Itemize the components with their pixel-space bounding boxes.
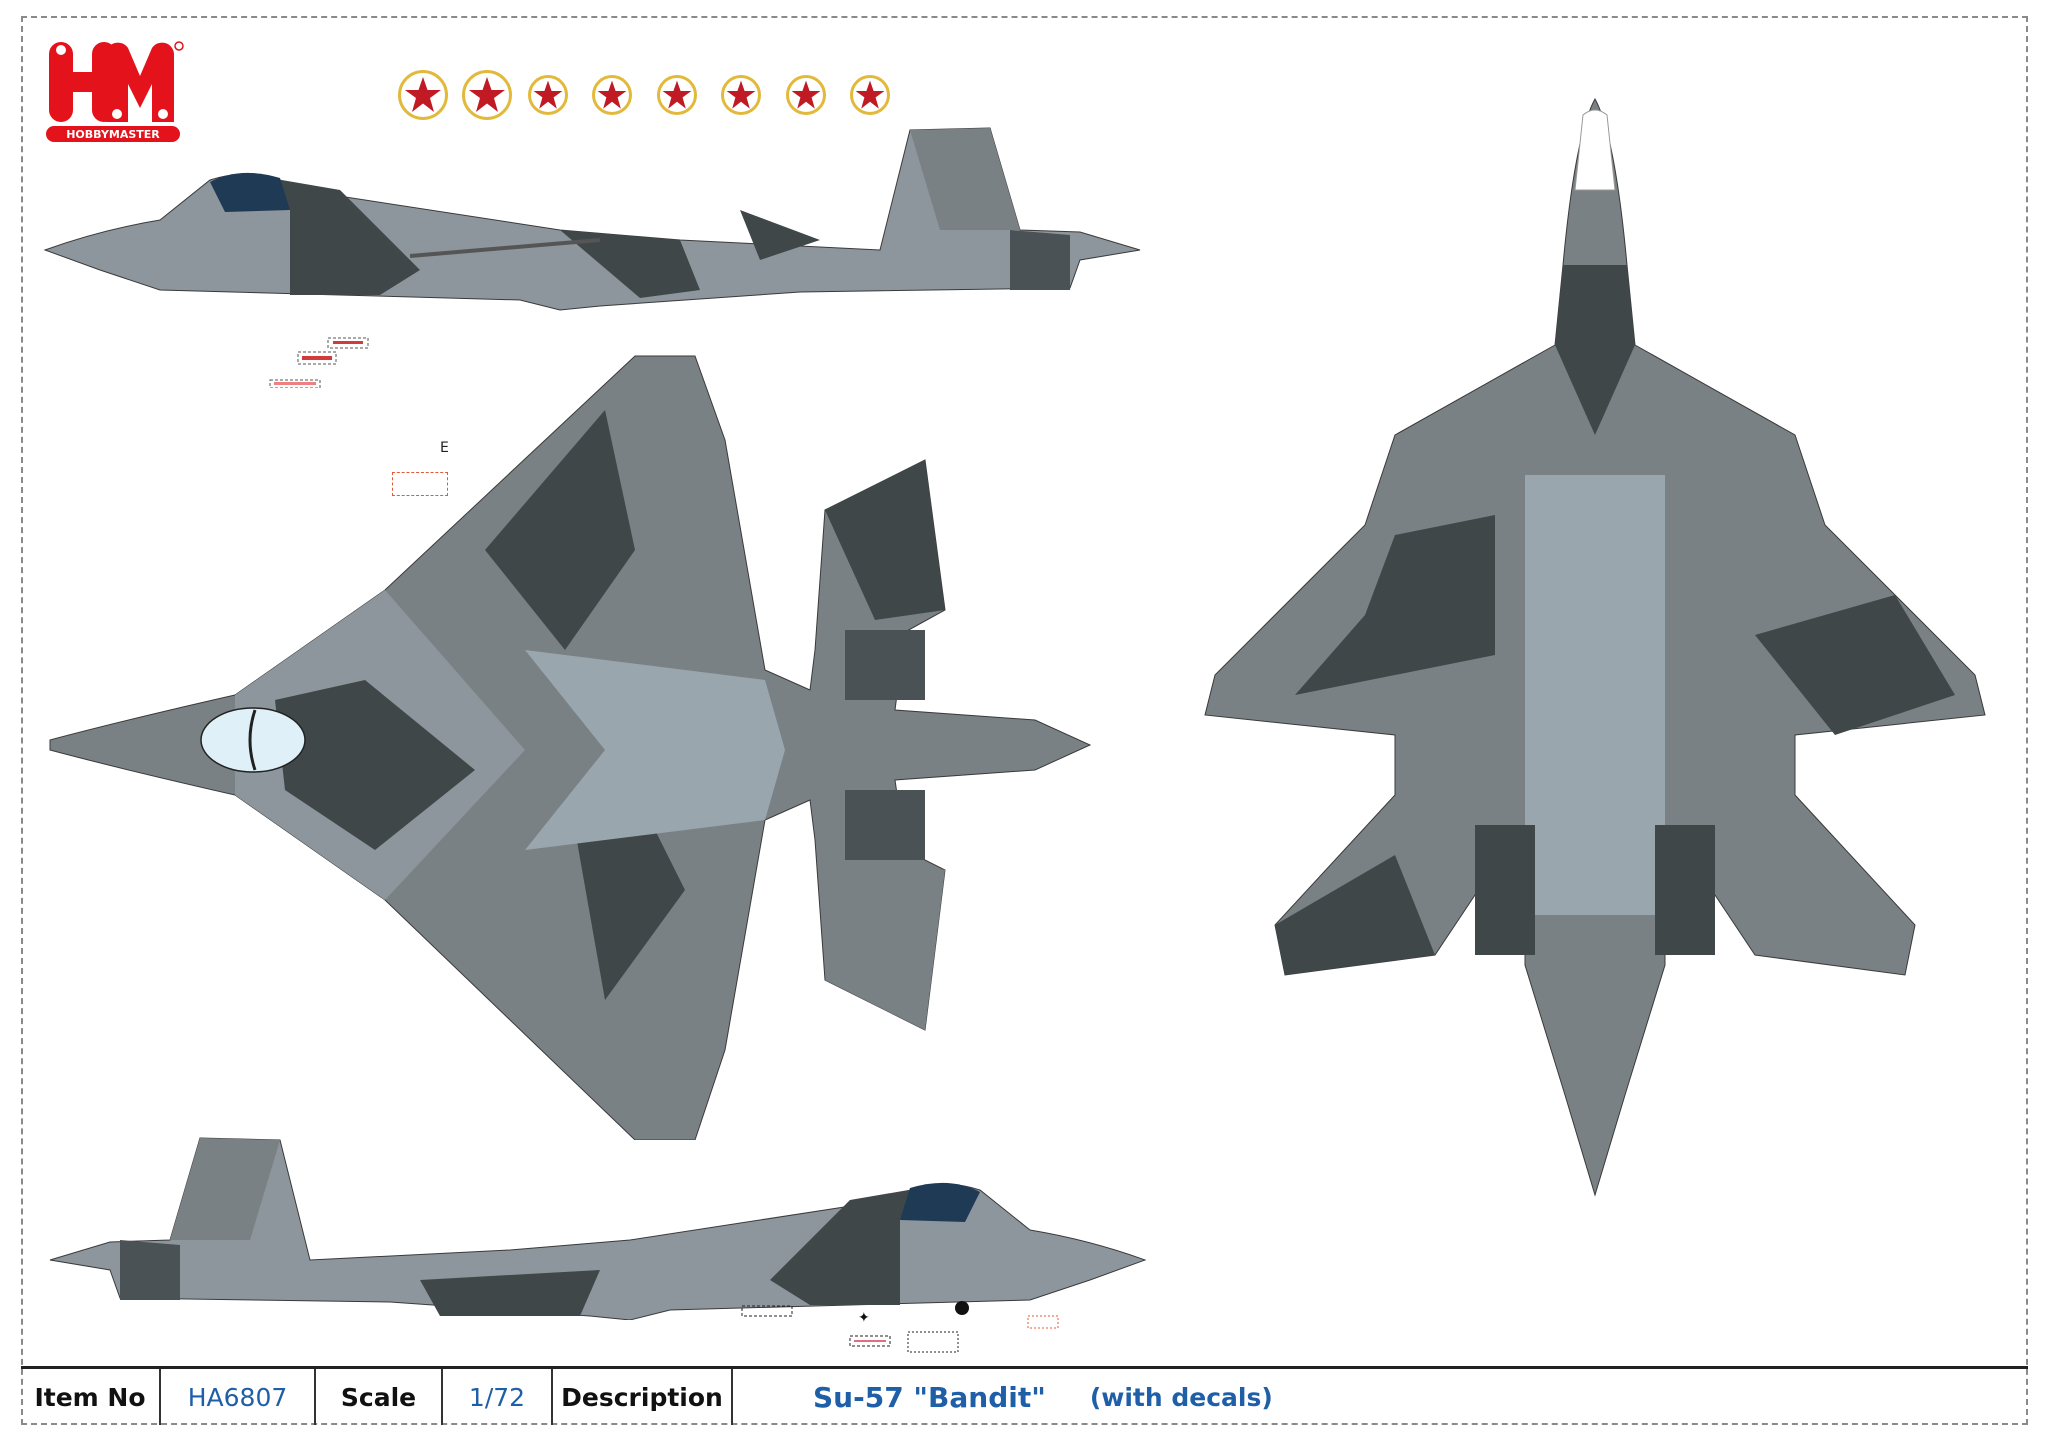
red-star-icon [850,75,890,115]
description-label: Description [553,1369,733,1425]
description-note: (with decals) [1089,1382,1273,1412]
left-side-profile [40,120,1150,320]
description-value: Su-57 "Bandit" (with decals) [733,1369,2028,1425]
bottom-view [1195,95,1995,1205]
scale-value: 1/72 [443,1369,553,1425]
stencil-mark-e: E [440,440,449,456]
svg-text:HOBBYMASTER: HOBBYMASTER [66,128,160,141]
red-star-icon [398,70,448,120]
top-view [45,350,1145,1141]
svg-text:✦: ✦ [858,1310,870,1326]
description-title: Su-57 "Bandit" [813,1380,1046,1414]
item-no-value: HA6807 [161,1369,316,1425]
red-star-icon [592,75,632,115]
item-no-label: Item No [21,1369,161,1425]
stencil-decals-upper [258,328,418,389]
stencil-decal-box [392,472,448,496]
red-star-icon [786,75,826,115]
page-frame [21,16,2028,1425]
red-star-icon [657,75,697,115]
right-side-profile [40,1130,1150,1321]
title-block: Item No HA6807 Scale 1/72 Description Su… [21,1366,2028,1425]
red-star-icon [462,70,512,120]
hobbymaster-logo: HOBBYMASTER [44,38,184,144]
scale-label: Scale [316,1369,443,1425]
red-star-icon [528,75,568,115]
red-star-icon [721,75,761,115]
stencil-decals-lower: ✦ [740,1300,1070,1360]
